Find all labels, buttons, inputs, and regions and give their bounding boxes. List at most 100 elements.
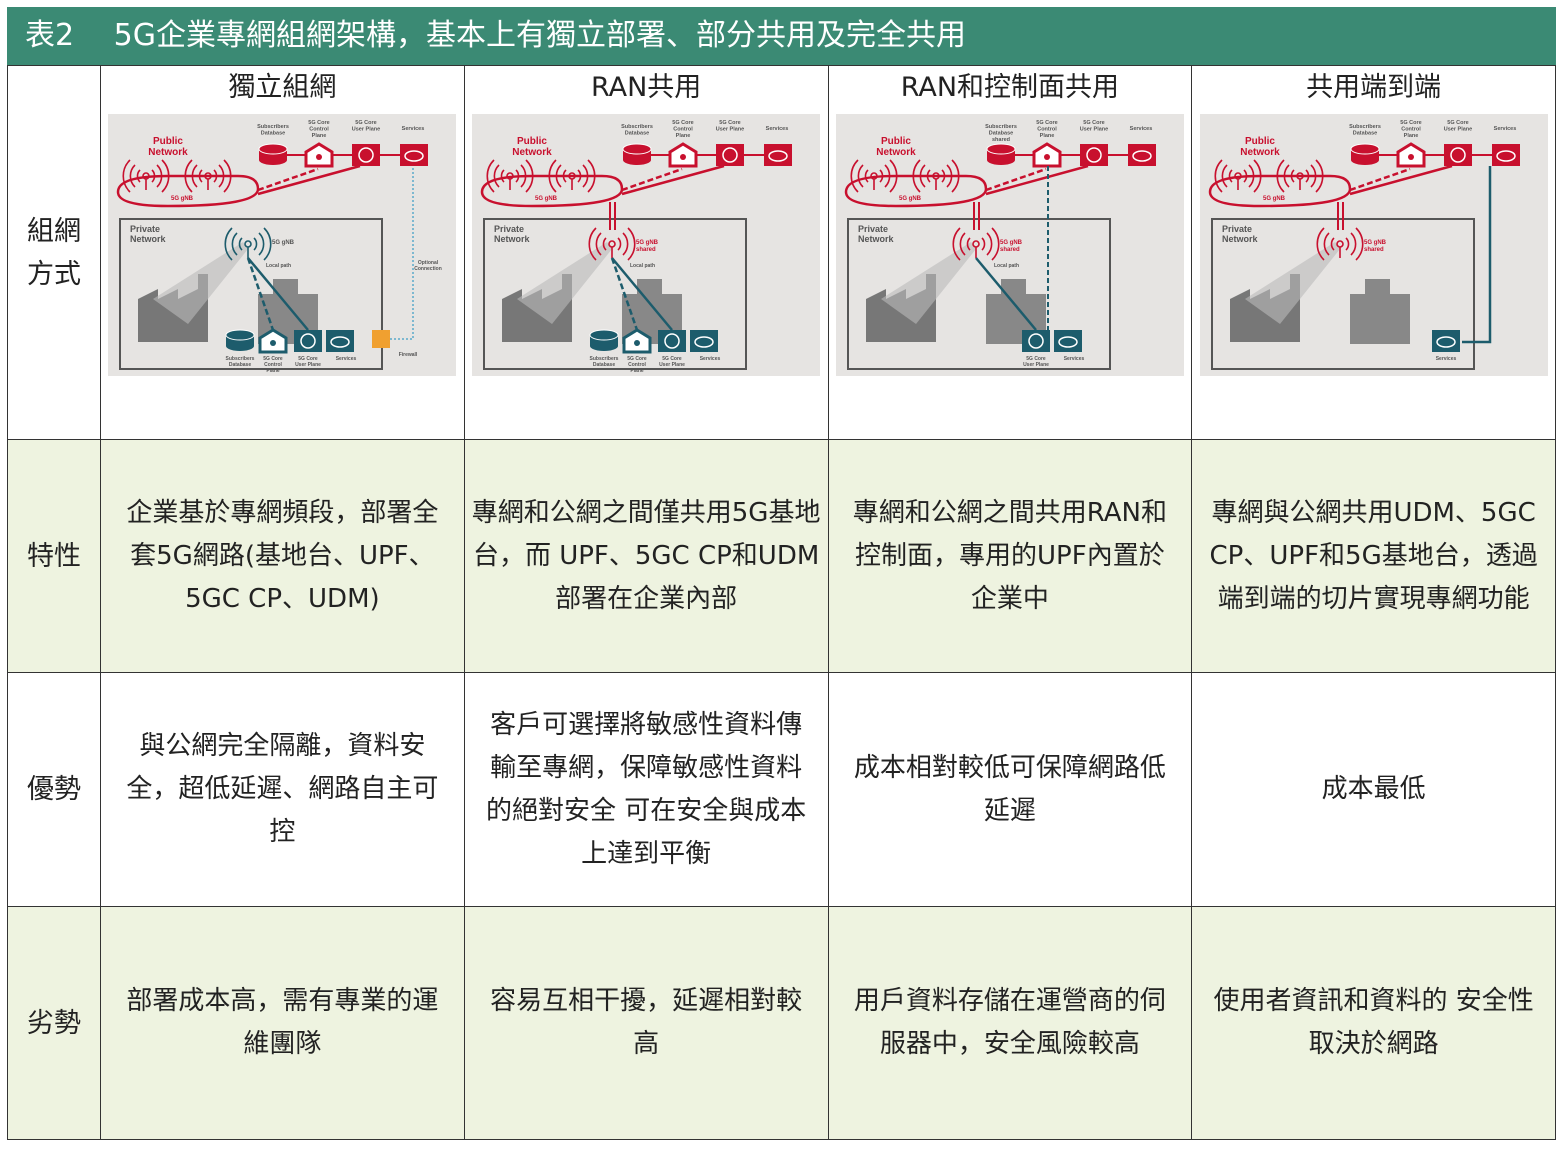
- user-plane-icon: [1079, 144, 1108, 166]
- cloud-icon: [1132, 150, 1152, 162]
- signal-arc: [946, 164, 953, 188]
- services-icon: [764, 144, 793, 166]
- user-plane-icon: [1086, 147, 1102, 163]
- signal-arc: [602, 237, 607, 251]
- signal-arc: [850, 159, 859, 193]
- signal-arc: [991, 227, 1000, 261]
- control-link: [1349, 167, 1411, 192]
- signal-arc: [1330, 237, 1335, 251]
- row-label-topology: 組網 方式: [7, 65, 101, 440]
- signal-arc: [548, 159, 557, 193]
- control-link: [985, 167, 1047, 192]
- signal-arc: [1253, 159, 1262, 193]
- local-control-plane-icon-node: [270, 340, 277, 346]
- private-gnb-icon: [952, 227, 1000, 261]
- signal-arc: [1305, 169, 1309, 183]
- signal-arc: [889, 159, 898, 193]
- signal-arc: [122, 159, 131, 193]
- signal-arc: [515, 169, 520, 183]
- signal-arc: [486, 159, 495, 193]
- building-icon: [1349, 279, 1410, 344]
- signal-arc: [588, 227, 597, 261]
- signal-arc: [263, 227, 272, 261]
- signal-arc: [879, 169, 884, 183]
- private-gnb-icon: [224, 227, 272, 261]
- control-link: [621, 167, 683, 192]
- signal-arc: [951, 159, 960, 193]
- end-to-end-link: [1461, 166, 1491, 344]
- signal-arc: [493, 164, 500, 188]
- cloud-icon: [768, 150, 788, 162]
- services-label: Services: [766, 126, 789, 132]
- signal-arc: [587, 159, 596, 193]
- cloud-icon: [1435, 336, 1456, 348]
- signal-arc: [258, 232, 265, 256]
- cloud-icon: [404, 150, 425, 162]
- cloud-icon: [1495, 150, 1516, 162]
- local-services-label: Services: [1435, 356, 1456, 362]
- signal-arc: [223, 159, 232, 193]
- table-cell: 用戶資料存儲在運營商的伺服器中，安全風險較高: [827, 906, 1193, 1140]
- local-path-link: [247, 257, 310, 331]
- signal-arc: [1283, 164, 1290, 188]
- private-gnb-icon: [588, 227, 636, 261]
- signal-arc: [622, 232, 629, 256]
- signal-arc: [161, 159, 170, 193]
- local-control-link: [247, 257, 275, 331]
- services-label: Services: [1130, 126, 1153, 132]
- signal-arc: [884, 164, 891, 188]
- cloud-icon: [694, 336, 714, 348]
- public-gnb-icon: [548, 159, 596, 193]
- signal-arc: [151, 169, 156, 183]
- signal-arc: [952, 227, 961, 261]
- public-gnb-icon: [912, 159, 960, 193]
- signal-arc: [156, 164, 163, 188]
- signal-arc: [137, 169, 141, 183]
- table-cell: 專網與公網共用UDM、5GC CP、UPF和5G基地台，透過端到端的切片實現專網…: [1191, 439, 1556, 673]
- public-gnb-icon: [486, 159, 534, 193]
- user-link: [1349, 164, 1452, 196]
- user-plane-icon: [352, 144, 381, 166]
- local-database-icon-top: [589, 329, 619, 341]
- local-path-label: Local path: [266, 263, 291, 269]
- signal-arc: [1276, 159, 1285, 193]
- coverage-beam: [1244, 242, 1340, 324]
- user-plane-icon: [300, 333, 317, 349]
- coverage-beam: [517, 242, 613, 324]
- local-path-label: Local path: [630, 263, 655, 269]
- subscribers-database-icon-top: [986, 143, 1016, 155]
- services-icon: [1127, 144, 1156, 166]
- table-cell: 成本最低: [1191, 672, 1556, 907]
- public-gnb-icon: [1214, 159, 1262, 193]
- table-cell: 使用者資訊和資料的 安全性取決於網路: [1191, 906, 1556, 1140]
- building-icon: [985, 279, 1046, 344]
- signal-arc: [224, 227, 233, 261]
- firewall-icon: [372, 330, 391, 348]
- local-services-icon: [1431, 330, 1460, 352]
- user-plane-icon: [664, 333, 680, 349]
- table-title: 表2 5G企業專網組網架構，基本上有獨立部署、部分共用及完全共用: [7, 7, 1556, 65]
- public-gnb-icon: [850, 159, 898, 193]
- signal-arc: [1221, 164, 1228, 188]
- control-plane-icon-node: [1407, 154, 1414, 160]
- row-label-features: 特性: [7, 439, 101, 673]
- signal-arc: [1350, 232, 1357, 256]
- local-user-plane-icon: [294, 330, 323, 352]
- local-path-label: Local path: [994, 263, 1019, 269]
- signal-arc: [959, 232, 966, 256]
- local-control-plane-icon-node: [634, 340, 641, 346]
